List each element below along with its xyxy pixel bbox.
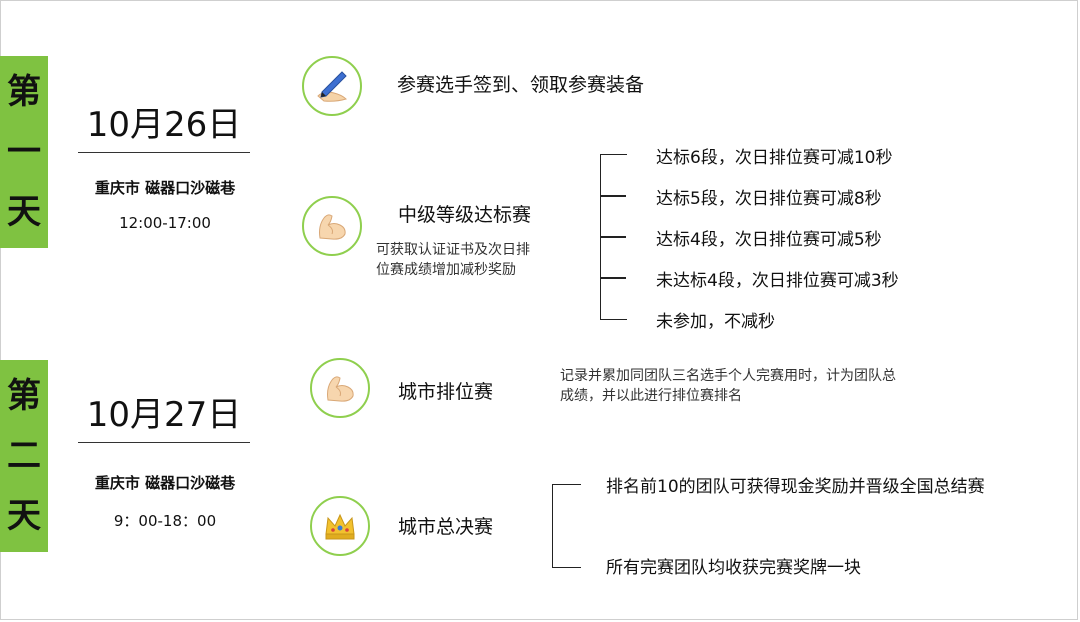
qualifier-note-line: 可获取认证证书及次日排 [376, 242, 530, 258]
qualifier-icon-circle [302, 196, 362, 256]
day2-date: 10月27日 [86, 395, 242, 435]
qualifier-reward-item: 达标5段，次日排位赛可减8秒 [656, 189, 882, 209]
day2-tab-char: 第 [7, 376, 41, 416]
final-bracket [552, 484, 581, 568]
day1-tab-char: 一 [7, 132, 41, 172]
day2-venue: 重庆市 磁器口沙磁巷 [94, 474, 236, 492]
qualifier-bracket-tick [600, 195, 626, 197]
qualifier-note: 可获取认证证书及次日排 位赛成绩增加减秒奖励 [376, 240, 586, 280]
qualifier-reward-item: 达标6段，次日排位赛可减10秒 [656, 148, 893, 168]
flexed-arm-icon [327, 376, 354, 402]
ranking-icon-circle [310, 358, 370, 418]
final-reward-item: 所有完赛团队均收获完赛奖牌一块 [606, 558, 861, 578]
day1-tab-char: 第 [7, 72, 41, 112]
qualifier-bracket-tick [600, 277, 626, 279]
final-icon-circle [310, 496, 370, 556]
ranking-note-line: 记录并累加同团队三名选手个人完赛用时，计为团队总 [560, 368, 896, 384]
day2-tab: 第 二 天 [0, 360, 48, 552]
day1-time: 12:00-17:00 [119, 214, 211, 232]
qualifier-reward-item: 达标4段，次日排位赛可减5秒 [656, 230, 882, 250]
flexed-arm-icon [319, 214, 346, 240]
day1-date-divider [78, 152, 250, 153]
ranking-note-line: 成绩，并以此进行排位赛排名 [560, 388, 742, 404]
final-title: 城市总决赛 [398, 516, 494, 538]
day2-date-divider [78, 442, 250, 443]
day2-time: 9：00-18：00 [113, 512, 217, 530]
qualifier-reward-item: 未达标4段，次日排位赛可减3秒 [656, 271, 899, 291]
day1-date: 10月26日 [86, 105, 242, 145]
crown-icon [325, 513, 355, 540]
qualifier-bracket-tick [600, 236, 626, 238]
day2-tab-char: 天 [7, 496, 41, 536]
checkin-title: 参赛选手签到、领取参赛装备 [397, 74, 645, 96]
day1-venue: 重庆市 磁器口沙磁巷 [94, 179, 236, 197]
qualifier-reward-item: 未参加，不减秒 [656, 312, 775, 332]
checkin-icon-circle [302, 56, 362, 116]
qualifier-title: 中级等级达标赛 [398, 204, 532, 226]
day1-tab: 第 一 天 [0, 56, 48, 248]
pen-icon [317, 71, 347, 102]
qualifier-note-line: 位赛成绩增加减秒奖励 [376, 262, 516, 278]
day1-tab-char: 天 [7, 192, 41, 232]
final-reward-item: 排名前10的团队可获得现金奖励并晋级全国总结赛 [606, 477, 985, 497]
ranking-note: 记录并累加同团队三名选手个人完赛用时，计为团队总 成绩，并以此进行排位赛排名 [560, 366, 1030, 406]
day2-tab-char: 二 [7, 436, 41, 476]
ranking-title: 城市排位赛 [398, 381, 494, 403]
